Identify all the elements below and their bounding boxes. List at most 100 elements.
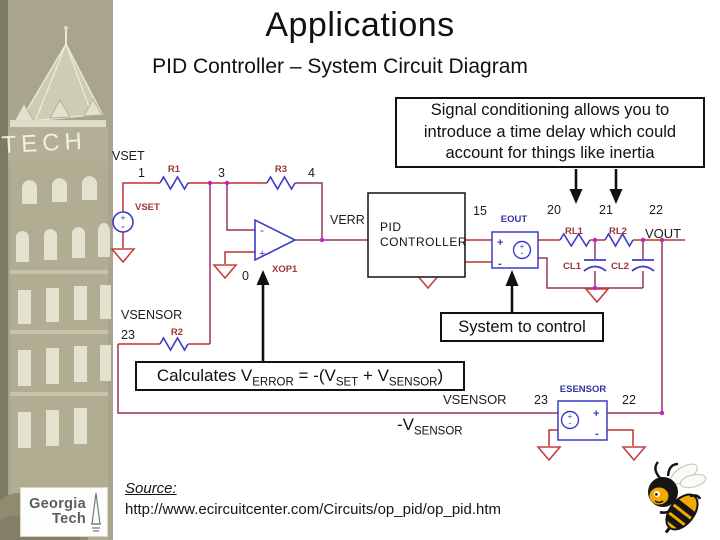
gable (49, 98, 71, 119)
resistor-r3 (266, 175, 296, 191)
label-r1: R1 (168, 164, 181, 175)
node-22: 22 (649, 203, 663, 217)
calc-sub-error: ERROR (252, 376, 294, 389)
opamp-noninverting-sign: + (259, 248, 265, 260)
net-label-vset: VSET (112, 149, 145, 163)
label-xop1: XOP1 (272, 264, 298, 275)
gt-logo-line1: Georgia (29, 495, 86, 512)
net-label-verr: VERR (330, 213, 365, 227)
calc-sub-set: SET (335, 376, 359, 389)
gt-tower-icon (91, 492, 101, 532)
buzz-limbs (659, 494, 702, 514)
page-subtitle: PID Controller – System Circuit Diagram (152, 55, 528, 78)
calc-text: = -(V (293, 366, 336, 385)
cornice (10, 120, 106, 127)
callout-calculates-verror: Calculates VERROR = -(VSET + VSENSOR) (135, 361, 465, 391)
label-vset-source: VSET (135, 202, 160, 213)
arrowhead-rl1 (569, 189, 583, 204)
tower-windows (16, 176, 111, 448)
gt-logo-line2: Tech (52, 511, 86, 527)
esensor-circle-minus: - (569, 418, 572, 428)
callout-signal-conditioning: Signal conditioning allows you to introd… (395, 97, 705, 168)
arrowhead-rl2 (609, 189, 623, 204)
cornice-lines (10, 270, 108, 396)
node-15: 15 (473, 204, 487, 218)
resistor-r1 (159, 175, 189, 191)
capacitor-cl1 (583, 259, 607, 272)
neg-vsensor-annotation: -VSENSOR (397, 415, 463, 437)
gable (83, 97, 103, 117)
annotation-arrows (256, 169, 623, 362)
eout-minus: - (498, 258, 502, 270)
callout-signal-text: Signal conditioning allows you to introd… (423, 100, 677, 163)
eout-circle-plus: + (520, 242, 525, 251)
pid-label-line1: PID (380, 220, 402, 234)
neg-vsensor-text: -V (397, 415, 414, 434)
eout-circle-minus: - (521, 248, 524, 258)
label-eout: EOUT (501, 214, 528, 225)
calc-text: Calculates V (156, 366, 253, 385)
node-0: 0 (242, 269, 249, 283)
tower-photo-text: TECH (1, 128, 88, 159)
esensor-circle-plus: + (568, 412, 573, 421)
node-3: 3 (218, 166, 225, 180)
node-23-left: 23 (121, 328, 135, 342)
node-22-bottom: 22 (622, 393, 636, 407)
node-21: 21 (599, 203, 613, 217)
esensor-minus: - (595, 428, 599, 440)
arrowhead-xop1 (256, 270, 270, 285)
vset-minus: - (121, 221, 125, 233)
net-label-vsensor-bottom: VSENSOR (443, 392, 507, 407)
eout-source: + - + - (491, 231, 539, 270)
pid-label-line2: CONTROLLER (380, 235, 467, 249)
label-r3: R3 (275, 164, 287, 175)
buzz-head (648, 477, 678, 507)
vset-plus: + (120, 213, 125, 223)
buzz-mascot-image (648, 461, 707, 534)
node-4: 4 (308, 166, 315, 180)
arrowhead-eout (505, 270, 519, 286)
buzz-antennae (654, 461, 679, 479)
resistor-r2 (159, 336, 189, 352)
node-1: 1 (138, 166, 145, 180)
calc-text: + V (358, 366, 389, 385)
finial-ball (64, 26, 68, 30)
node-20: 20 (547, 203, 561, 217)
page-title: Applications (265, 6, 455, 44)
source-label: Source: (125, 480, 177, 497)
roof-ridges (35, 43, 93, 120)
net-label-vout: VOUT (645, 226, 681, 241)
capacitors (583, 259, 655, 272)
callout-system-to-control: System to control (440, 312, 604, 342)
gt-logo-words: Georgia Tech (29, 495, 86, 527)
esensor-source: + - + - (557, 400, 608, 441)
calc-text: ) (437, 366, 444, 385)
eout-plus: + (497, 237, 503, 249)
tower-roof (18, 42, 104, 123)
neg-vsensor-sub: SENSOR (414, 425, 463, 438)
resistor-rl2 (604, 232, 634, 248)
buzz-wings (670, 463, 707, 489)
label-rl1: RL1 (565, 226, 584, 237)
resistor-rl1 (559, 232, 591, 248)
opamp-inverting-sign: - (260, 223, 264, 237)
callout-system-text: System to control (458, 318, 586, 336)
resistors (159, 175, 634, 352)
tech-tower-photo: TECH (0, 0, 113, 540)
vset-source: + - (112, 211, 134, 233)
opamp-xop1: - + (254, 218, 297, 262)
pid-controller-block: PID CONTROLLER (367, 192, 467, 278)
georgia-tech-logo: Georgia Tech (21, 488, 107, 536)
node-23-bottom: 23 (534, 393, 548, 407)
photo-left-edge (0, 0, 8, 540)
source-citation: Source: http://www.ecircuitcenter.com/Ci… (125, 480, 501, 518)
buzz-body (664, 493, 699, 534)
calc-sub-sensor: SENSOR (388, 376, 438, 389)
capacitor-cl2 (631, 259, 655, 272)
net-label-vsensor-left: VSENSOR (121, 308, 182, 322)
label-r2: R2 (171, 327, 183, 338)
esensor-plus: + (593, 408, 599, 420)
label-rl2: RL2 (609, 226, 627, 237)
label-cl2: CL2 (611, 261, 629, 272)
